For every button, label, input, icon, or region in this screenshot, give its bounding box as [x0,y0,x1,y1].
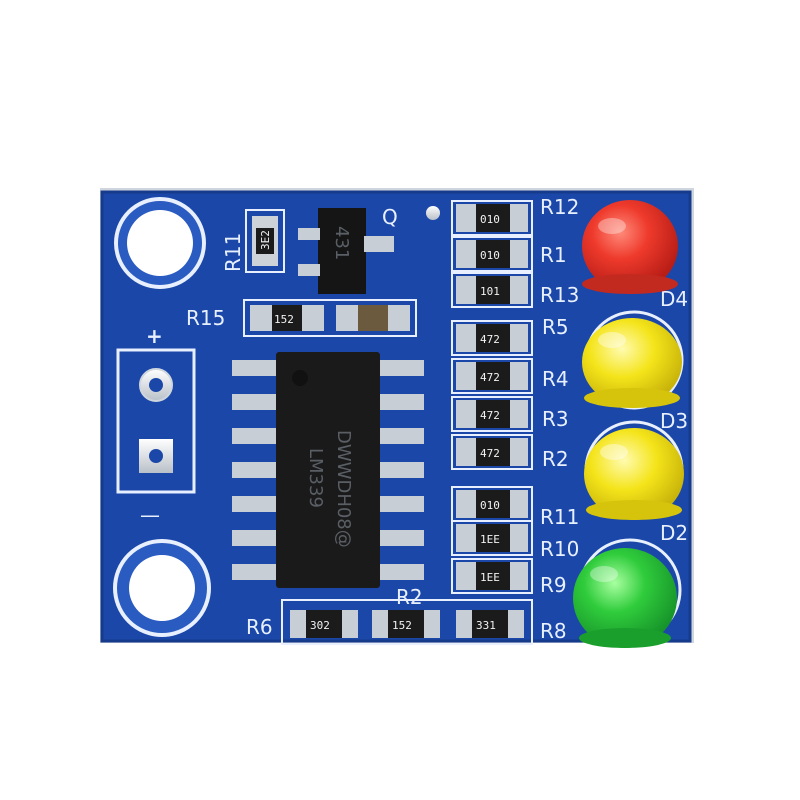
ic-pin-left [232,530,276,546]
label-r3: R3 [542,407,569,431]
resistor-column: 010 010 101 472 472 472 472 010 1EE 1EE [451,200,533,594]
ic-pin-right [380,462,424,478]
resistor-chip: 472 [451,396,533,432]
ic-pin-left [232,360,276,376]
resistor-code: 472 [480,409,500,422]
ic-marking-brand: DWWDH08@ [333,430,354,548]
minus-label: — [140,503,160,527]
resistor-chip-bottom: 331 [456,610,524,638]
r15-code: 152 [274,313,294,326]
led-yellow-1 [582,318,682,408]
ic-pin-left [232,394,276,410]
resistor-code: 472 [480,371,500,384]
resistor-code: 472 [480,447,500,460]
resistor-code: 331 [476,619,496,632]
label-d3: D3 [660,409,688,433]
resistor-chip-bottom: 152 [372,610,440,638]
label-r4: R4 [542,367,569,391]
resistor-r15: 152 [243,299,417,337]
label-r10: R10 [540,537,579,561]
r11-code: 3E2 [259,230,272,250]
resistor-chip-bottom: 302 [290,610,358,638]
led-yellow-2 [584,428,684,520]
label-r8: R8 [540,619,567,643]
resistor-code: 152 [392,619,412,632]
resistor-chip: 010 [451,200,533,236]
resistor-code: 1EE [480,533,500,546]
label-d4: D4 [660,287,688,311]
label-d2: D2 [660,521,688,545]
resistor-chip: 1EE [451,520,533,556]
resistor-chip: 472 [451,358,533,394]
ic-pin-left [232,496,276,512]
label-r1: R1 [540,243,567,267]
resistor-chip: 010 [451,486,533,522]
label-r11b: R11 [540,505,579,529]
ic-pin-right [380,530,424,546]
resistor-code: 472 [480,333,500,346]
label-r2a: R2 [542,447,569,471]
resistor-code: 302 [310,619,330,632]
resistor-row-bottom: 302 152 331 [281,599,533,645]
resistor-code: 101 [480,285,500,298]
mounting-hole-top [114,197,206,289]
resistor-code: 010 [480,249,500,262]
label-r13: R13 [540,283,579,307]
resistor-code: 1EE [480,571,500,584]
led-red [582,200,678,294]
resistor-chip: 010 [451,236,533,272]
resistor-code: 010 [480,499,500,512]
ic-pin-right [380,360,424,376]
label-r6: R6 [246,615,273,639]
power-header [116,348,196,494]
ic-pin-right [380,496,424,512]
label-r15: R15 [186,306,225,330]
resistor-code: 010 [480,213,500,226]
label-q: Q [382,205,398,229]
plus-label: + [146,324,163,348]
ic-lm339 [232,352,424,588]
resistor-chip: 1EE [451,558,533,594]
label-r11: R11 [221,233,245,272]
label-r5: R5 [542,315,569,339]
ic-pin-right [380,394,424,410]
ic-pin-right [380,428,424,444]
ic-pin-right [380,564,424,580]
led-green [573,548,677,648]
mounting-hole-bottom [113,539,211,637]
resistor-chip: 472 [451,434,533,470]
transistor-q: 431 [298,208,394,294]
ic-pin-left [232,564,276,580]
label-r12: R12 [540,195,579,219]
ic-pin-left [232,462,276,478]
resistor-chip: 101 [451,272,533,308]
transistor-marking: 431 [331,226,352,260]
ic-pin-left [232,428,276,444]
resistor-r11: 3E2 [245,209,285,273]
label-r9: R9 [540,573,567,597]
resistor-chip: 472 [451,320,533,356]
label-r2b: R2 [396,585,423,609]
ic-marking-part: LM339 [305,448,326,508]
